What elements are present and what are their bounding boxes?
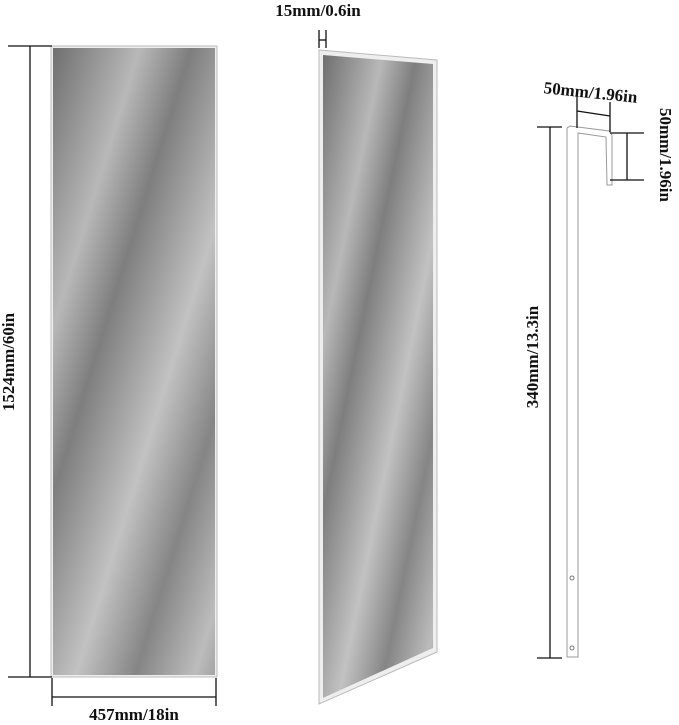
hook-depth-dimension: 50mm/1.96in — [610, 108, 675, 203]
hook-depth-label: 50mm/1.96in — [656, 108, 675, 203]
width-label: 457mm/18in — [89, 705, 179, 724]
thickness-dimension: 15mm/0.6in — [275, 1, 361, 48]
height-label: 1524mm/60in — [0, 312, 18, 411]
hook-width-dimension: 50mm/1.96in — [543, 78, 639, 132]
hanger-hook — [566, 125, 613, 658]
thickness-label: 15mm/0.6in — [275, 1, 361, 20]
hanger-length-dimension: 340mm/13.3in — [523, 126, 562, 659]
hook-width-label: 50mm/1.96in — [543, 78, 639, 107]
front-mirror — [50, 45, 218, 678]
hanger-length-label: 340mm/13.3in — [523, 305, 542, 408]
width-dimension: 457mm/18in — [51, 678, 217, 724]
height-dimension: 1524mm/60in — [0, 45, 52, 678]
angled-mirror — [318, 49, 438, 705]
